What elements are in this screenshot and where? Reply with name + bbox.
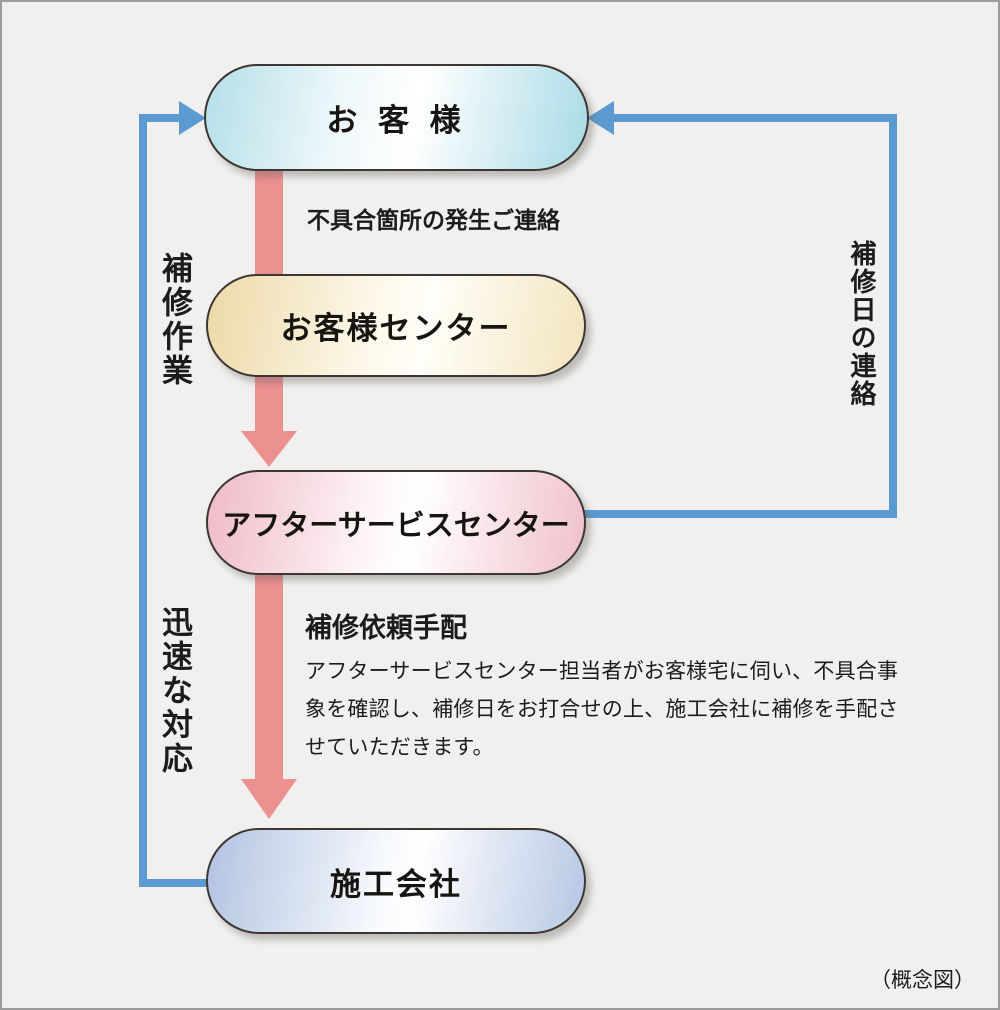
connector-right-vertical-line	[889, 114, 897, 518]
arrow-center-to-after-service-head-icon	[241, 431, 297, 467]
label-repair-request: 補修依頼手配	[305, 613, 467, 643]
connector-left-arrowhead-icon	[179, 101, 206, 135]
connector-left-top-line	[139, 114, 181, 122]
connector-right-bottom-line	[581, 510, 897, 518]
label-repair-work: 補修作業	[157, 252, 192, 388]
node-customer-center-label: お客様センター	[280, 311, 512, 346]
label-prompt-response: 迅速な対応	[157, 606, 192, 776]
node-customer: お 客 様	[204, 64, 589, 171]
label-repair-date-contact: 補修日の連絡	[847, 240, 877, 408]
node-after-service-center: アフターサービスセンター	[206, 470, 586, 575]
node-construction-company: 施工会社	[206, 828, 586, 934]
label-defect-report: 不具合箇所の発生ご連絡	[307, 207, 560, 233]
arrow-center-to-after-service-shaft	[255, 375, 283, 433]
connector-right-arrowhead-icon	[587, 101, 614, 135]
node-customer-center: お客様センター	[206, 274, 586, 377]
connector-left-bottom-line	[139, 879, 211, 887]
arrow-after-service-to-construction-head-icon	[241, 779, 297, 819]
arrow-customer-to-center	[255, 170, 283, 277]
caption-conceptual-diagram: （概念図）	[870, 969, 975, 992]
node-construction-company-label: 施工会社	[330, 866, 462, 902]
node-after-service-center-label: アフターサービスセンター	[222, 509, 570, 542]
repair-request-description: アフターサービスセンター担当者がお客様宅に伺い、不具合事象を確認し、補修日をお打…	[305, 660, 899, 759]
connector-right-top-line	[614, 114, 897, 122]
node-customer-label: お 客 様	[326, 103, 467, 138]
connector-left-vertical-line	[139, 114, 147, 887]
arrow-after-service-to-construction-shaft	[255, 573, 283, 781]
